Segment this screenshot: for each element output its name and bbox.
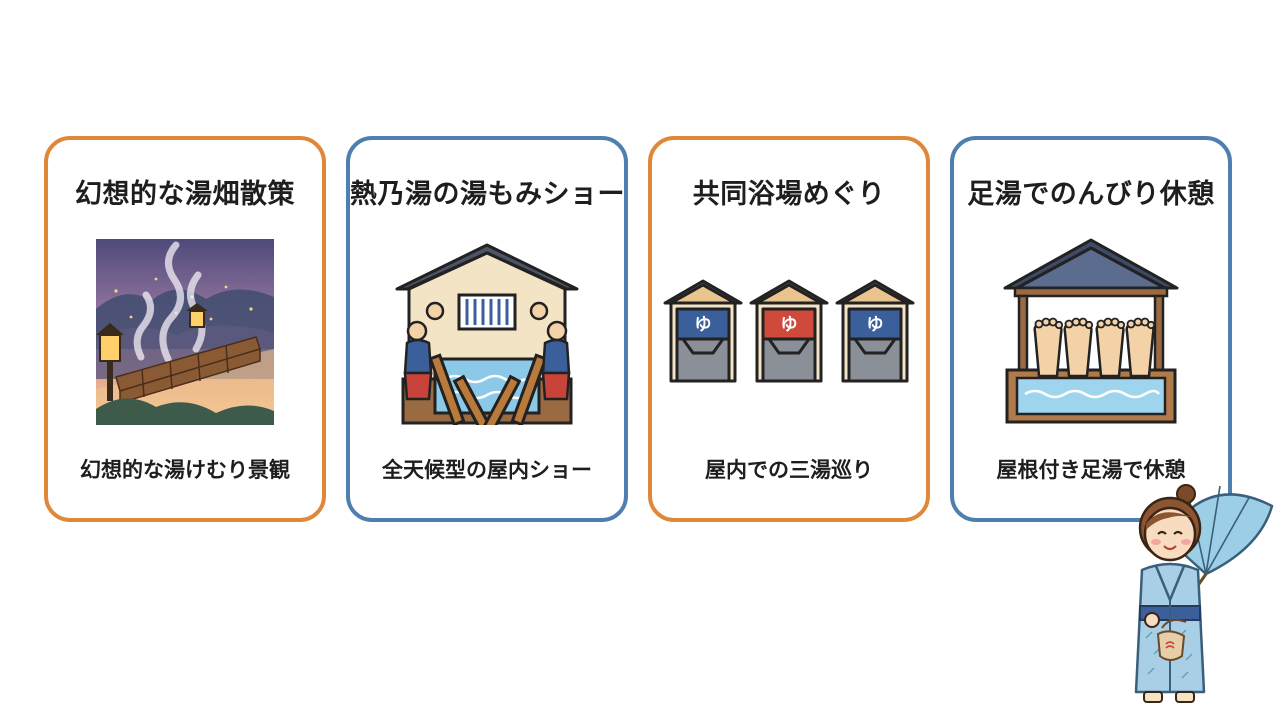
card-public-baths: 共同浴場めぐり	[648, 136, 930, 522]
card-caption: 幻想的な湯けむり景観	[80, 458, 290, 482]
card-yumomi-show: 熱乃湯の湯もみショー	[346, 136, 628, 522]
card-caption: 全天候型の屋内ショー	[382, 458, 592, 482]
card-caption: 屋根付き足湯で休憩	[996, 458, 1186, 482]
bathhouse-sign-2: ゆ	[781, 315, 798, 335]
card-footbath-rest: 足湯でのんびり休憩 屋根付き足湯で休憩	[950, 136, 1232, 522]
card-title: 足湯でのんびり休憩	[967, 179, 1215, 210]
bathhouse-sign-1: ゆ	[695, 315, 712, 335]
covered-footbath-icon	[954, 232, 1228, 432]
bathhouse-sign-3: ゆ	[867, 315, 884, 335]
card-title: 共同浴場めぐり	[692, 179, 886, 210]
yukata-woman-with-parasol-icon	[1110, 478, 1278, 712]
card-title: 熱乃湯の湯もみショー	[350, 179, 625, 210]
card-yubatake-walk: 幻想的な湯畑散策	[44, 136, 326, 522]
card-title: 幻想的な湯畑散策	[75, 179, 295, 210]
three-bathhouses-icon: ゆ ゆ ゆ	[652, 232, 926, 432]
yumomi-show-hall-icon	[350, 232, 624, 432]
card-caption: 屋内での三湯巡り	[705, 458, 873, 482]
steaming-yubatake-night-icon	[48, 232, 322, 432]
